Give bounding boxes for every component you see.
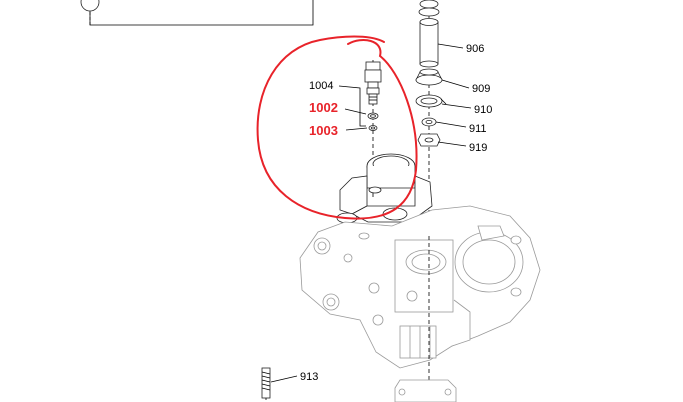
callout-1004: 1004	[309, 80, 333, 92]
leader-1003	[345, 127, 368, 131]
leader-909	[441, 79, 470, 89]
leader-906	[437, 43, 464, 49]
part-909-cap	[415, 68, 443, 86]
pump-housing-upper	[336, 153, 433, 224]
callout-906: 906	[466, 43, 484, 55]
bottom-gasket	[394, 379, 457, 402]
red-highlight-circle	[256, 35, 418, 220]
leader-911	[435, 121, 467, 128]
callout-919: 919	[469, 142, 487, 154]
callout-913: 913	[300, 371, 318, 383]
leader-1004	[338, 85, 366, 127]
leader-910	[441, 103, 472, 109]
part-906-sleeve	[418, 0, 440, 68]
part-1003-washer	[368, 125, 378, 131]
leader-919	[437, 141, 467, 147]
leader-913	[270, 375, 298, 383]
callout-1002: 1002	[309, 100, 338, 115]
callout-1003: 1003	[309, 123, 338, 138]
part-1004-fitting	[364, 61, 382, 105]
leader-1002	[344, 108, 367, 115]
pump-housing-lower	[299, 205, 541, 369]
part-1002-oring	[367, 112, 379, 120]
upper-assembly-bracket	[80, 0, 314, 26]
part-910-clip	[415, 94, 447, 108]
callout-909: 909	[472, 83, 490, 95]
callout-911: 911	[469, 123, 487, 135]
callout-910: 910	[474, 104, 492, 116]
part-911-washer	[421, 117, 437, 127]
part-919-nut	[417, 133, 441, 147]
part-913-stud	[261, 367, 271, 402]
